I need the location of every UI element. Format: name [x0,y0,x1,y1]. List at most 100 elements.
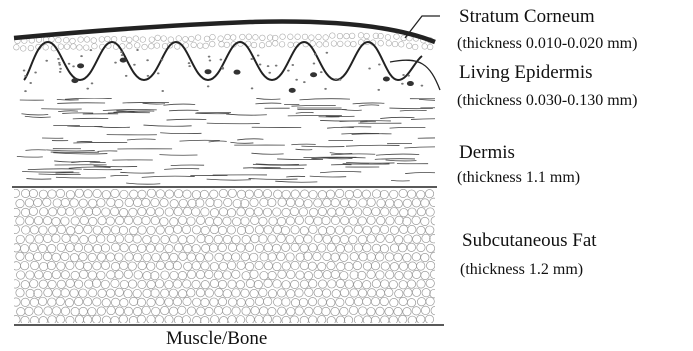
fat-cell [38,244,46,252]
fat-cell [327,243,335,251]
fat-cell [241,289,249,297]
dermis-fiber [353,103,385,104]
corneum-cell [240,34,246,40]
fat-cell [107,306,115,314]
fat-cell [431,306,439,314]
fat-cell [407,298,415,306]
fat-cell [155,280,163,288]
dermis-fiber [256,164,299,165]
corneum-cell [302,34,308,40]
dermis-fiber [386,160,417,161]
epidermis-dot [250,58,253,60]
fat-cell [278,307,286,315]
living-epidermis-label: Living Epidermis [459,62,593,84]
fat-cell [318,280,326,288]
fat-cell [367,235,375,243]
corneum-cell [154,43,160,49]
fat-cell [381,280,389,288]
fat-cell [76,261,84,269]
epidermis-dot [91,82,94,84]
fat-cell [214,306,222,314]
epidermis-dot [72,65,75,67]
fat-cell [34,307,42,315]
fat-cell [130,190,138,198]
epidermis-dot [220,59,223,61]
fat-cell [39,226,47,234]
fat-cell [210,209,218,217]
fat-cell [97,253,105,261]
epidermis-dot [57,58,60,60]
dermis-fiber [171,165,204,166]
fat-cell [75,315,83,323]
fat-cell [290,207,298,215]
fat-cell [120,280,128,288]
fat-cell [404,289,412,297]
dermis-fiber [404,147,453,148]
dermis-fiber [390,127,426,128]
fat-cell [237,208,245,216]
corneum-cell [140,37,146,43]
dermis-fiber [39,174,81,175]
fat-cell [228,243,236,251]
fat-cell [227,226,235,234]
fat-cell [407,280,415,288]
fat-cell [381,262,389,270]
fat-cell [161,253,169,261]
dermis-fiber [163,104,195,105]
fat-cell [57,207,65,215]
fat-cell [43,234,51,242]
fat-cell [314,270,322,278]
corneum-cell [28,45,34,51]
fat-cell [75,208,83,216]
fat-cell [376,253,384,261]
fat-cell [380,190,388,198]
epidermis-dot [339,79,342,81]
corneum-cell [91,38,97,44]
fat-cell [115,253,123,261]
corneum-cell [358,33,364,39]
fat-cell [426,208,434,216]
fat-cell [381,316,389,324]
fat-cell [363,243,371,251]
dermis-fiber [58,111,78,112]
epidermis-dot [157,72,160,74]
fat-cell [29,207,37,215]
fat-cell [277,234,285,242]
fat-cell [101,244,109,252]
corneum-cell [83,45,89,51]
dermis-fiber [277,159,323,160]
corneum-cell [134,43,140,49]
fat-cell [165,280,173,288]
fat-cell [174,207,182,215]
epidermis-dot [313,62,316,64]
corneum-cell [92,43,98,49]
fat-cell [196,270,204,278]
corneum-cell [394,34,400,40]
fat-cell [255,297,263,305]
fat-cell [35,235,43,243]
epidermis-dot [383,77,390,82]
fat-cell [12,262,20,270]
corneum-cell [323,35,329,41]
fat-cell [21,226,29,234]
fat-cell [291,190,299,198]
fat-cell [386,217,394,225]
fat-cell [193,316,201,324]
fat-cell [74,297,82,305]
fat-cell [385,288,393,296]
fat-cell [228,189,236,197]
corneum-cell [279,42,285,48]
fat-cell [179,252,187,260]
fat-cell [354,280,362,288]
fat-cell [372,279,380,287]
fat-cell [71,217,79,225]
fat-cell [88,271,96,279]
fat-cell [151,235,159,243]
fat-cell [417,208,425,216]
fat-cell [308,297,316,305]
fat-cell [111,189,119,197]
epidermis-dot [120,51,123,53]
dermis-fiber [391,180,410,181]
fat-cell [39,190,47,198]
corneum-cell [246,34,252,40]
